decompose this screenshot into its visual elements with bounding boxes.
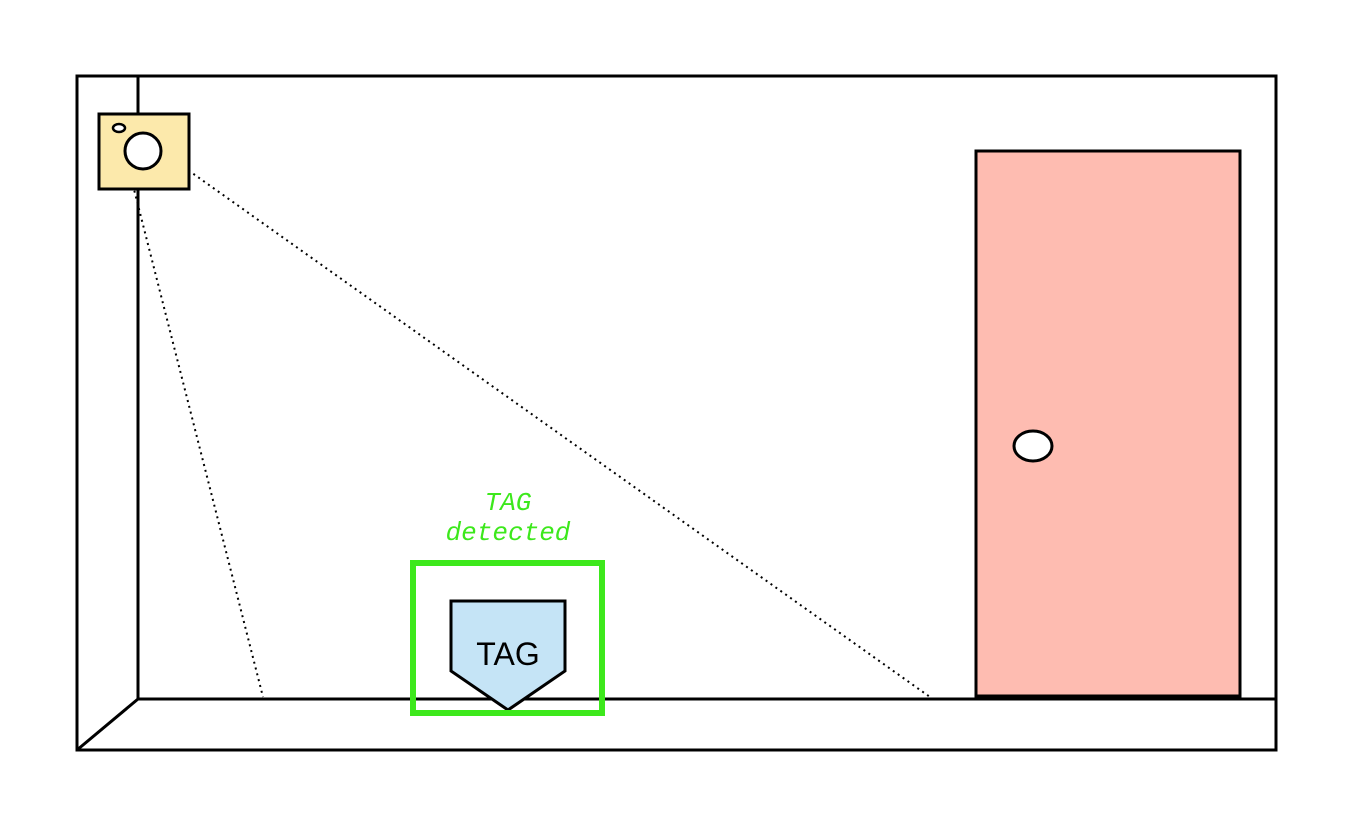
camera-icon — [97, 112, 191, 191]
tag-icon: TAG — [449, 599, 567, 712]
door-icon — [974, 149, 1242, 698]
tag-shape — [449, 599, 567, 712]
detection-rectangle — [410, 560, 605, 716]
room — [75, 74, 1278, 752]
detection-label-line1: TAG — [485, 488, 532, 518]
camera-lens — [123, 131, 163, 171]
door-panel — [974, 149, 1242, 698]
camera-indicator — [111, 122, 127, 134]
camera-field-of-view — [123, 149, 931, 698]
door-knob — [1012, 429, 1054, 463]
tag-label: TAG — [476, 636, 539, 672]
detection-label-line2: detected — [446, 518, 571, 548]
fov-line-near — [123, 149, 264, 698]
detection-box: TAG detected — [410, 488, 605, 716]
room-outer-frame — [75, 74, 1278, 752]
fov-line-far — [163, 152, 931, 698]
floor-corner-edge — [76, 697, 139, 752]
